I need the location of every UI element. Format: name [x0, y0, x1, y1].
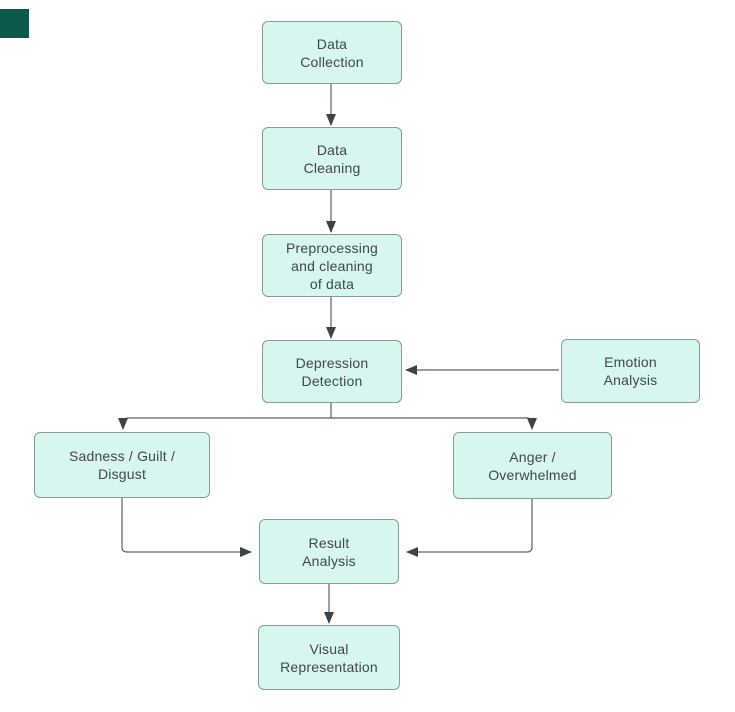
corner-square [0, 9, 29, 38]
node-result-analysis: Result Analysis [259, 519, 399, 584]
node-visual-representation: Visual Representation [258, 625, 400, 690]
node-data-cleaning: Data Cleaning [262, 127, 402, 190]
edge-depression-to-sadness [118, 417, 331, 430]
node-anger-overwhelmed: Anger / Overwhelmed [453, 432, 612, 499]
node-preprocessing: Preprocessing and cleaning of data [262, 234, 402, 297]
node-depression-detection: Depression Detection [262, 340, 402, 403]
edge-anger-to-result [406, 499, 533, 557]
node-sadness-guilt-disgust: Sadness / Guilt / Disgust [34, 432, 210, 498]
edge-depression-to-anger [331, 417, 537, 430]
edge-sadness-to-result [121, 498, 252, 557]
node-emotion-analysis: Emotion Analysis [561, 339, 700, 403]
node-data-collection: Data Collection [262, 21, 402, 84]
